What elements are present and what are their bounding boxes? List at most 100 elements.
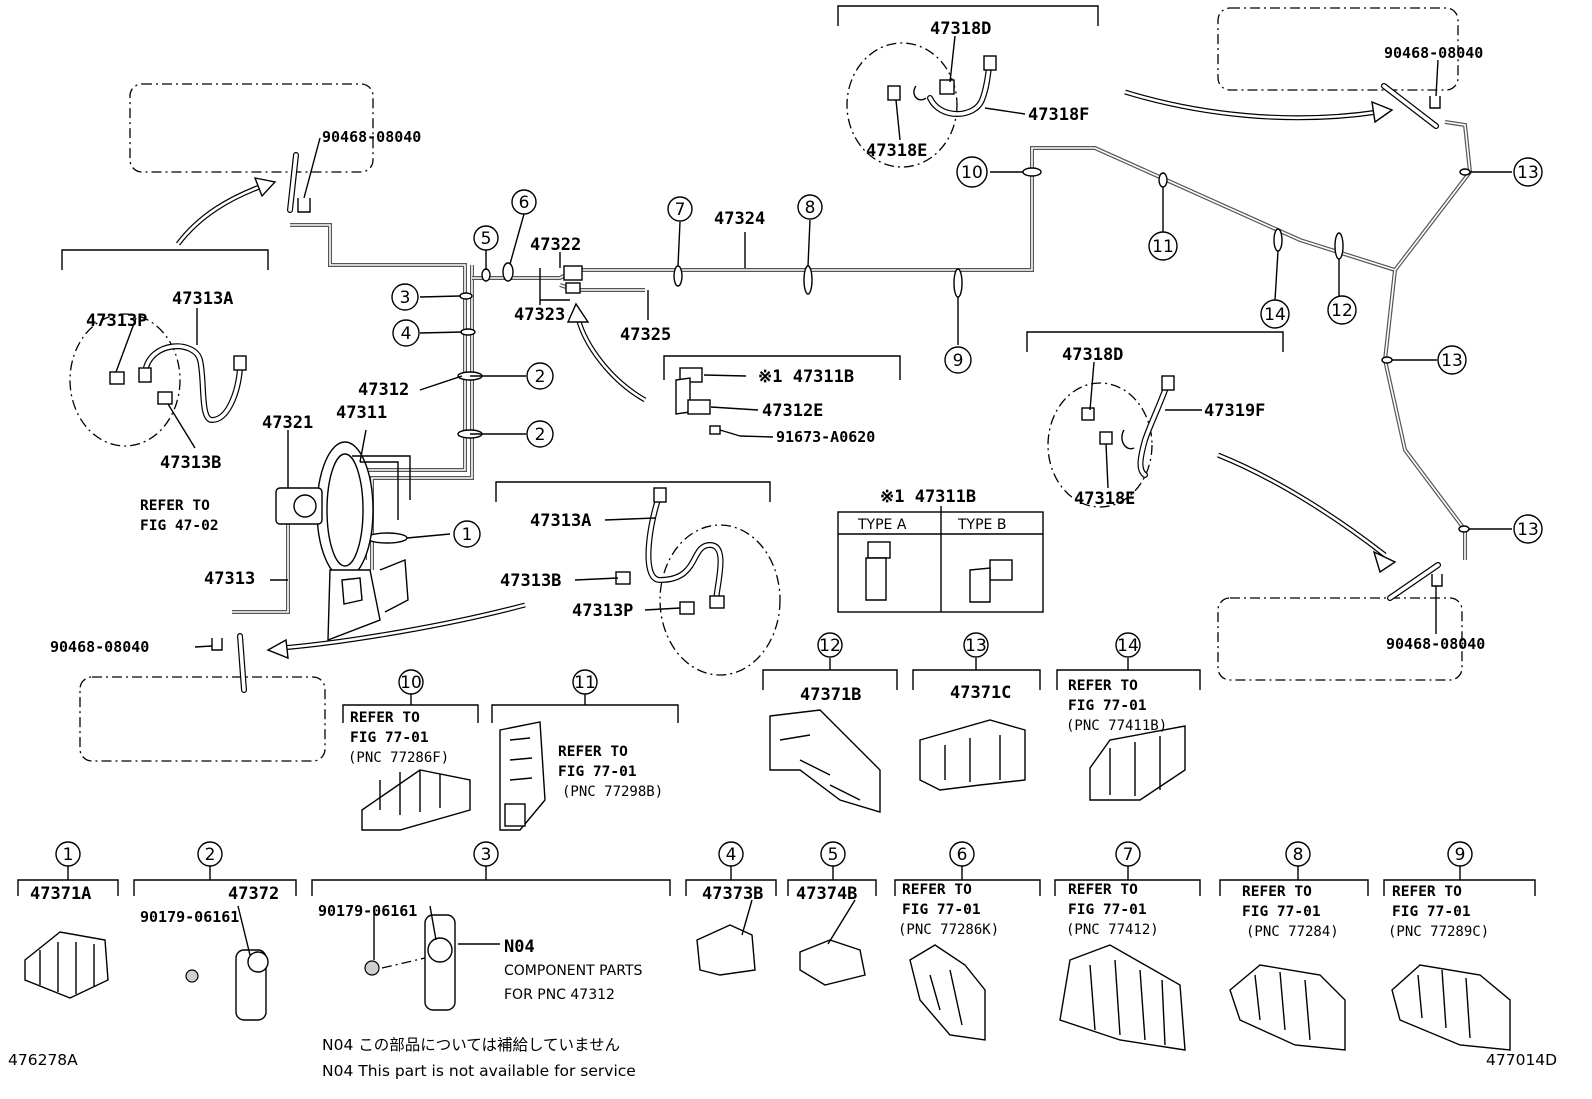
svg-text:9: 9: [953, 351, 964, 371]
refer-c7-line3: (PNC 77412): [1066, 922, 1159, 938]
refer-47-02-line1: REFER TO: [140, 498, 210, 514]
label-47318D-middle[interactable]: 47318D: [1062, 345, 1123, 365]
label-47323[interactable]: 47323: [514, 305, 565, 325]
callout-circles[interactable]: 1 2 2 3 4 5 6 7 8 9 10 11 12 13 13 13 14…: [55, 156, 1543, 867]
svg-text:14: 14: [1264, 305, 1286, 325]
callout-1-main[interactable]: 1: [453, 520, 481, 548]
label-90179-b[interactable]: 90179-06161: [318, 902, 417, 920]
label-47312E[interactable]: 47312E: [762, 401, 823, 421]
label-47318F[interactable]: 47318F: [1028, 105, 1089, 125]
svg-text:11: 11: [1152, 237, 1174, 257]
label-47318E-middle[interactable]: 47318E: [1074, 489, 1135, 509]
label-47311[interactable]: 47311: [336, 403, 387, 423]
callout-10-legend[interactable]: 10: [398, 669, 424, 695]
label-47313[interactable]: 47313: [204, 569, 255, 589]
callout-14-main[interactable]: 14: [1260, 299, 1290, 329]
callout-8-main[interactable]: 8: [797, 194, 823, 220]
label-47322[interactable]: 47322: [530, 235, 581, 255]
label-47318D-top[interactable]: 47318D: [930, 19, 991, 39]
svg-text:3: 3: [400, 288, 411, 308]
callout-4-legend[interactable]: 4: [718, 841, 744, 867]
callout-13-top[interactable]: 13: [1513, 157, 1543, 187]
label-90179-a[interactable]: 90179-06161: [140, 908, 239, 926]
label-47371B[interactable]: 47371B: [800, 685, 861, 705]
callout-13-middle[interactable]: 13: [1437, 345, 1467, 375]
refer-c6-line3: (PNC 77286K): [898, 922, 999, 938]
callout-3-main[interactable]: 3: [391, 283, 419, 311]
hose-group-circle-right: [1047, 382, 1153, 508]
label-90468-bottom-left[interactable]: 90468-08040: [50, 638, 149, 656]
callout-9-main[interactable]: 9: [944, 346, 972, 374]
refer-c6-line1: REFER TO: [902, 882, 972, 898]
label-47312[interactable]: 47312: [358, 380, 409, 400]
svg-text:7: 7: [1123, 845, 1134, 865]
callout-6-main[interactable]: 6: [511, 189, 537, 215]
label-90468-bottom-right[interactable]: 90468-08040: [1386, 635, 1485, 653]
label-47372[interactable]: 47372: [228, 884, 279, 904]
label-47313P-left[interactable]: 47313P: [86, 311, 147, 331]
callout-1-legend[interactable]: 1: [55, 841, 81, 867]
callout-12-legend[interactable]: 12: [817, 632, 843, 658]
label-91673[interactable]: 91673-A0620: [776, 428, 875, 446]
callout-2-upper[interactable]: 2: [526, 362, 554, 390]
callout-6-legend[interactable]: 6: [949, 841, 975, 867]
n04-desc-line2: FOR PNC 47312: [504, 987, 615, 1003]
callout-5-main[interactable]: 5: [473, 225, 499, 251]
label-47319F[interactable]: 47319F: [1204, 401, 1265, 421]
callout-2-lower[interactable]: 2: [526, 420, 554, 448]
callout-9-legend[interactable]: 9: [1447, 841, 1473, 867]
mount-plate: [327, 569, 381, 642]
label-47324[interactable]: 47324: [714, 209, 765, 229]
callout-13-legend[interactable]: 13: [963, 632, 989, 658]
svg-text:6: 6: [519, 193, 530, 213]
callout-12-main[interactable]: 12: [1327, 295, 1357, 325]
label-n04[interactable]: N04: [504, 937, 535, 957]
clip-bracket-assembly: [675, 367, 741, 437]
callout-8-legend[interactable]: 8: [1285, 841, 1311, 867]
callout-7-main[interactable]: 7: [667, 196, 693, 222]
label-47325[interactable]: 47325: [620, 325, 671, 345]
corner-id-left: 476278A: [8, 1051, 78, 1069]
callout-4-main[interactable]: 4: [392, 319, 420, 347]
svg-text:7: 7: [675, 200, 686, 220]
callout-2-legend[interactable]: 2: [197, 841, 223, 867]
group-brackets: [17, 5, 1536, 896]
callout-14-legend[interactable]: 14: [1115, 632, 1141, 658]
callout-13-bottom[interactable]: 13: [1513, 514, 1543, 544]
label-90468-top-left[interactable]: 90468-08040: [322, 128, 421, 146]
callout-11-main[interactable]: 11: [1148, 231, 1178, 261]
callout-11-legend[interactable]: 11: [572, 669, 598, 695]
refer-c7-line1: REFER TO: [1068, 882, 1138, 898]
flow-arrows: [176, 89, 1397, 660]
label-47311B-flag[interactable]: ※1 47311B: [758, 367, 854, 387]
label-47371A[interactable]: 47371A: [30, 884, 91, 904]
svg-text:4: 4: [726, 845, 737, 865]
refer-c9-line1: REFER TO: [1392, 884, 1462, 900]
type-a-label: TYPE A: [857, 517, 907, 533]
label-47321[interactable]: 47321: [262, 413, 313, 433]
label-47313B-left[interactable]: 47313B: [160, 453, 221, 473]
n04-note-english: N04 This part is not available for servi…: [322, 1062, 636, 1080]
svg-text:13: 13: [1517, 163, 1539, 183]
callout-5-legend[interactable]: 5: [820, 841, 846, 867]
label-47313B-center[interactable]: 47313B: [500, 571, 561, 591]
svg-text:1: 1: [462, 525, 473, 545]
callout-3-legend[interactable]: 3: [473, 841, 499, 867]
label-47313A-center[interactable]: 47313A: [530, 511, 591, 531]
type-table-text: ※1 47311B TYPE A TYPE B: [857, 487, 1006, 533]
label-47373B[interactable]: 47373B: [702, 884, 763, 904]
frame-bottom-right: [1217, 597, 1463, 681]
svg-text:3: 3: [481, 845, 492, 865]
label-47374B[interactable]: 47374B: [796, 884, 857, 904]
label-90468-top-right[interactable]: 90468-08040: [1384, 44, 1483, 62]
label-47313A-left[interactable]: 47313A: [172, 289, 233, 309]
label-47318E-top[interactable]: 47318E: [866, 141, 927, 161]
callout-10-main[interactable]: 10: [956, 156, 988, 188]
label-47313P-center[interactable]: 47313P: [572, 601, 633, 621]
refer-c14-line1: REFER TO: [1068, 678, 1138, 694]
type-b-label: TYPE B: [957, 517, 1006, 533]
part-labels[interactable]: 90468-08040 47313A 47313P 47313B 47321 4…: [30, 19, 1485, 957]
master-cylinder-booster: [275, 441, 411, 642]
callout-7-legend[interactable]: 7: [1115, 841, 1141, 867]
label-47371C[interactable]: 47371C: [950, 683, 1011, 703]
